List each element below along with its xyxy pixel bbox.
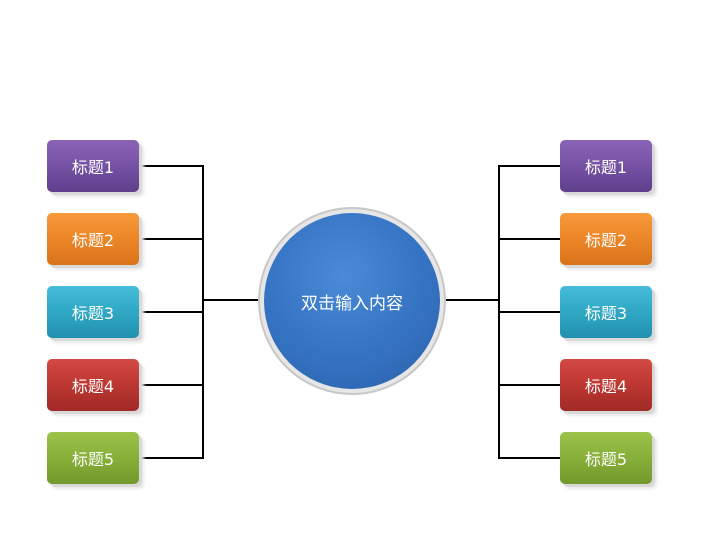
right-title-box-1[interactable]: 标题1 xyxy=(560,140,652,192)
right-title-label-2: 标题2 xyxy=(584,231,628,250)
right-title-box-2[interactable]: 标题2 xyxy=(560,213,652,265)
right-title-box-3[interactable]: 标题3 xyxy=(560,286,652,338)
right-title-label-5: 标题5 xyxy=(584,450,628,469)
left-title-box-2[interactable]: 标题2 xyxy=(47,213,139,265)
center-text: 双击输入内容 xyxy=(301,293,403,314)
left-title-box-1[interactable]: 标题1 xyxy=(47,140,139,192)
center-circle[interactable]: 双击输入内容 xyxy=(264,213,440,389)
left-title-label-1: 标题1 xyxy=(71,158,115,177)
left-title-box-5[interactable]: 标题5 xyxy=(47,432,139,484)
right-title-label-3: 标题3 xyxy=(584,304,628,323)
right-title-box-5[interactable]: 标题5 xyxy=(560,432,652,484)
right-title-label-4: 标题4 xyxy=(584,377,628,396)
left-title-label-4: 标题4 xyxy=(71,377,115,396)
left-title-label-5: 标题5 xyxy=(71,450,115,469)
left-title-box-3[interactable]: 标题3 xyxy=(47,286,139,338)
right-title-label-1: 标题1 xyxy=(584,158,628,177)
left-title-label-2: 标题2 xyxy=(71,231,115,250)
right-title-box-4[interactable]: 标题4 xyxy=(560,359,652,411)
left-title-box-4[interactable]: 标题4 xyxy=(47,359,139,411)
left-title-label-3: 标题3 xyxy=(71,304,115,323)
